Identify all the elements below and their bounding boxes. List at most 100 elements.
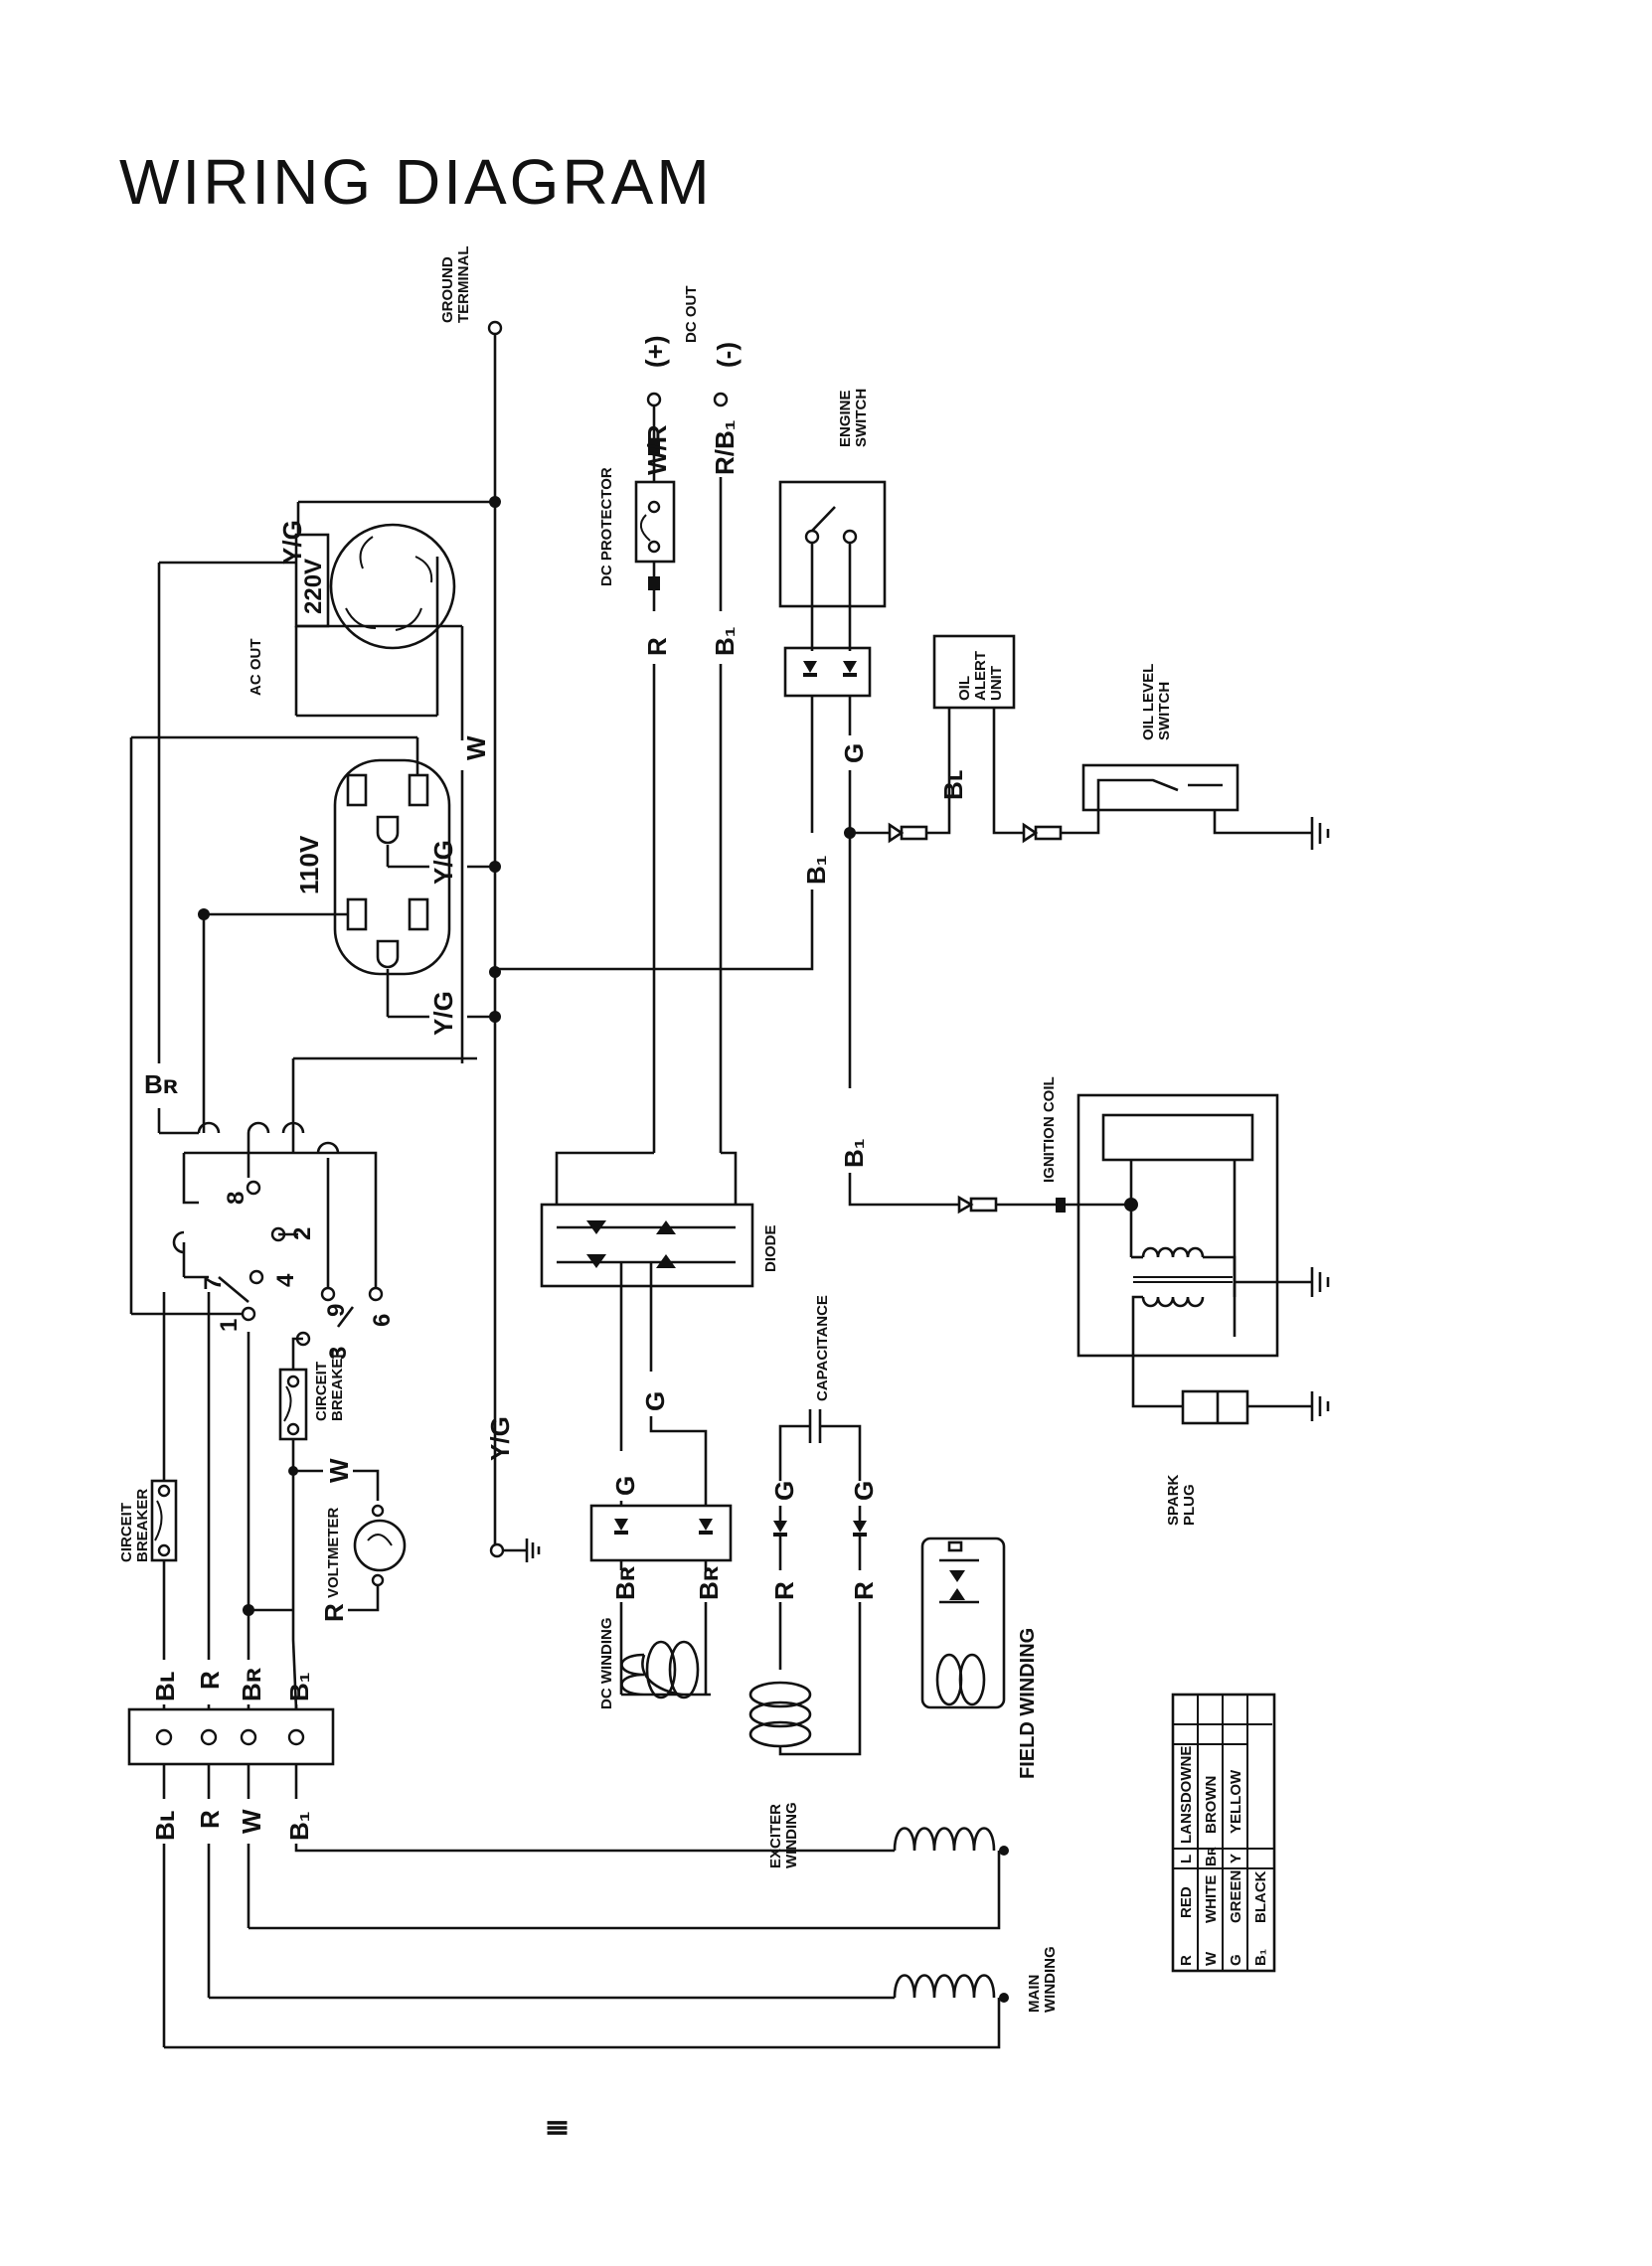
dc-protector: W/R R [634,392,676,1153]
ground-trunk [487,320,541,1562]
svg-text:WHITE: WHITE [1203,1875,1220,1923]
svg-text:W: W [324,1458,354,1483]
svg-text:ALERT: ALERT [972,651,989,701]
bottom-mark: Ⅲ [543,2119,573,2137]
svg-text:G: G [610,1476,640,1496]
legend-row-yellow: Y YELLOW [1228,1769,1244,1863]
svg-text:R/B₁: R/B₁ [710,419,740,475]
svg-text:R: R [195,1671,225,1690]
svg-text:Bʀ: Bʀ [694,1565,724,1600]
wire-yg-ground: Y/G [485,1416,515,1461]
svg-text:4: 4 [272,1273,299,1287]
svg-text:Y: Y [1228,1854,1244,1863]
spark-plug-label: SPARK PLUG [1165,1474,1198,1526]
svg-text:GREEN: GREEN [1228,1870,1244,1923]
svg-text:B₁: B₁ [1252,1949,1269,1966]
legend-row-lansdowne: L LANSDOWNE [1178,1746,1195,1863]
svg-text:WINDING: WINDING [1042,1946,1059,2013]
legend-row-white: W WHITE [1203,1875,1220,1966]
svg-text:Bʀ: Bʀ [610,1565,640,1600]
circuit-breaker-voltmeter: W R [243,1337,407,1640]
oil-alert-label: OIL ALERT UNIT [956,651,1005,701]
svg-text:1: 1 [216,1319,243,1332]
svg-text:R: R [195,1810,225,1829]
wire-yg-110b: Y/G [428,991,458,1036]
svg-text:RED: RED [1178,1886,1195,1918]
main-winding [164,1827,1009,2049]
oil-level-label: OIL LEVEL SWITCH [1140,664,1173,740]
svg-text:YELLOW: YELLOW [1228,1769,1244,1834]
svg-text:R: R [642,637,672,656]
engine-switch-label: ENGINE SWITCH [837,389,870,447]
svg-text:W: W [237,1809,266,1834]
svg-text:WINDING: WINDING [783,1802,800,1868]
svg-text:GROUND: GROUND [439,256,456,323]
dc-plus-label: (+) [640,336,670,369]
svg-text:R: R [319,1603,349,1622]
exciter-winding: G G R R [748,1409,879,1756]
voltage-selector-wiring: Bʀ 8 2 7 4 1 9 3 [129,563,477,1360]
wire-yg-220: Y/G [277,520,307,565]
svg-text:G: G [769,1481,799,1501]
svg-text:TERMINAL: TERMINAL [455,246,472,324]
ground-terminal [487,320,503,336]
page-title: WIRING DIAGRAM [119,146,713,218]
svg-text:CIRCEIT: CIRCEIT [118,1503,135,1562]
wire-yg-110a: Y/G [428,840,458,885]
svg-text:EXCITER: EXCITER [767,1804,784,1868]
wire-w-label: W [461,735,491,760]
svg-text:9: 9 [323,1304,350,1317]
svg-text:L: L [1178,1855,1195,1863]
dc-negative-lead: R/B₁ B₁ [710,392,740,1153]
capacitance-label: CAPACITANCE [814,1295,831,1401]
svg-text:ENGINE: ENGINE [837,390,854,447]
svg-text:W: W [1203,1951,1220,1966]
svg-text:2: 2 [289,1227,316,1240]
svg-text:8: 8 [223,1192,249,1205]
svg-text:OIL LEVEL: OIL LEVEL [1140,664,1157,740]
engine-switch: G B₁ [495,480,887,1088]
circuit-breaker-1 [150,1292,178,1660]
voltage-110-label: 110V [294,835,324,894]
oil-level-switch [1081,763,1330,850]
dc-winding: G G Bʀ Bʀ [589,1391,733,1700]
svg-text:LANSDOWNE: LANSDOWNE [1178,1746,1195,1844]
receptacle-220v: 220V Y/G W [159,500,495,1063]
svg-text:6: 6 [369,1314,396,1327]
ignition-coil: B₁ [839,1093,1330,1425]
svg-text:BREAKER: BREAKER [134,1489,151,1562]
svg-text:BROWN: BROWN [1203,1776,1220,1834]
circuit-breaker-2-label: CIRCEIT BREAKER [313,1348,346,1421]
svg-text:BLACK: BLACK [1252,1870,1269,1923]
svg-text:Bʟ: Bʟ [150,1810,180,1841]
svg-text:Bʟ: Bʟ [150,1671,180,1701]
dc-minus-label: (-) [712,342,742,368]
legend-row-green: G GREEN [1228,1870,1244,1966]
svg-text:G: G [839,743,869,763]
field-winding-label: FIELD WINDING [1017,1628,1039,1779]
dc-out-label: DC OUT [683,286,700,344]
svg-text:R: R [769,1581,799,1600]
svg-text:SPARK: SPARK [1165,1474,1182,1526]
svg-text:B₁: B₁ [801,855,831,885]
svg-text:G: G [640,1391,670,1411]
svg-text:R: R [849,1581,879,1600]
svg-text:G: G [1228,1954,1244,1966]
ground-terminal-label: GROUND TERMINAL [439,246,472,324]
exciter-winding-label: EXCITER WINDING [767,1802,800,1868]
voltmeter-label: VOLTMETER [325,1507,342,1598]
svg-text:CIRCEIT: CIRCEIT [313,1362,330,1421]
ac-out-label: AC OUT [248,639,264,697]
oil-alert-unit: Bʟ [844,634,1100,844]
svg-text:W/R: W/R [642,424,672,475]
dc-protector-label: DC PROTECTOR [598,467,615,586]
svg-text:PLUG: PLUG [1181,1484,1198,1526]
svg-text:B₁: B₁ [839,1138,869,1168]
ignition-coil-label: IGNITION COIL [1041,1076,1058,1183]
main-winding-label: MAIN WINDING [1026,1946,1059,2013]
